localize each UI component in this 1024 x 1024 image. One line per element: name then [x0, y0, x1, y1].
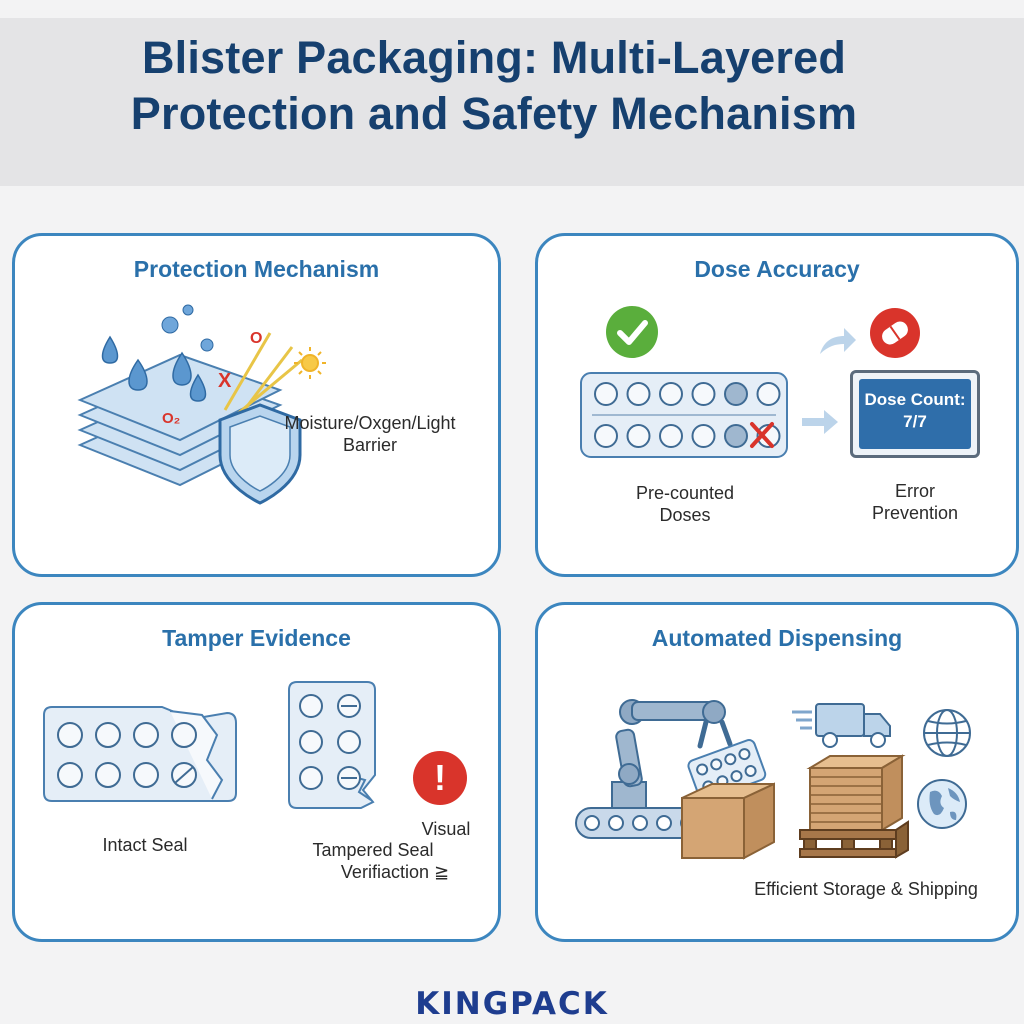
verification-label: Verifiaction ≧ — [340, 862, 450, 882]
tamper-evidence-panel-title: Tamper Evidence — [162, 625, 351, 651]
pill-pocket — [133, 722, 159, 748]
pill-pocket — [626, 424, 651, 448]
dose-count-value: 7/7 — [903, 412, 927, 431]
automated-dispensing-panel: Automated Dispensing — [535, 602, 1019, 942]
oxygen-glyph: O — [250, 330, 262, 347]
tampered-seal-label: Tampered Seal — [312, 840, 434, 860]
dose-count-label: Dose Count: — [864, 390, 966, 409]
pill-pocket — [95, 722, 121, 748]
pill-pocket — [299, 730, 323, 754]
alert-glyph: ! — [434, 757, 446, 798]
protection-panel-title: Protection Mechanism — [133, 256, 380, 282]
pre-counted-label: Pre-counted Doses — [610, 482, 760, 526]
barrier-label-line-1: Moisture/Oxgen/Light — [284, 413, 456, 433]
header-band — [0, 18, 1024, 186]
automated-dispensing-panel-title: Automated Dispensing — [651, 625, 903, 651]
o2-glyph: O₂ — [162, 410, 180, 427]
checkmark-icon — [606, 306, 658, 358]
bubble-icon — [200, 338, 214, 352]
light-ray — [223, 332, 272, 411]
pill-score-line — [174, 766, 194, 784]
water-drop-icon — [101, 335, 207, 402]
bubble-icon — [182, 304, 194, 316]
cardboard-box-icon — [681, 782, 775, 860]
dose-count-display: Dose Count: 7/7 — [850, 370, 980, 458]
pill-pocket — [95, 762, 121, 788]
pill-pocket — [710, 758, 723, 771]
alert-icon: ! — [413, 751, 467, 805]
pallet-icon — [799, 754, 909, 859]
pill-pocket — [299, 694, 323, 718]
truck-icon — [792, 703, 891, 748]
pill-pocket — [626, 382, 651, 406]
barrier-label-line-2: Barrier — [342, 435, 397, 455]
conveyor-roller — [656, 815, 672, 831]
blister-strip-illustration — [580, 372, 788, 458]
intact-blister-illustration — [43, 706, 237, 802]
tampered-blister-illustration — [288, 681, 376, 809]
pill-pocket — [744, 765, 757, 778]
stacked-cartons — [810, 776, 882, 823]
pill-pocket — [57, 722, 83, 748]
globe-icon — [917, 779, 967, 829]
no-pill-icon — [870, 308, 920, 358]
brand-logo: KINGPACK — [415, 986, 609, 1022]
pill-pocket — [57, 762, 83, 788]
error-prevention-line-1: Error — [895, 481, 935, 501]
pill-pocket — [299, 766, 323, 790]
dose-count-screen: Dose Count: 7/7 — [859, 379, 971, 449]
intact-seal-label: Intact Seal — [102, 835, 188, 855]
shield-inner — [229, 415, 291, 492]
pill-pocket — [756, 382, 781, 406]
error-prevention-label: Error Prevention — [850, 480, 980, 524]
sun-icon — [294, 347, 326, 379]
missing-dose-x-icon — [750, 422, 774, 448]
barrier-layers-illustration: O X O₂ — [77, 304, 326, 505]
blocked-x-glyph: X — [218, 370, 232, 392]
arrow-icon — [820, 328, 856, 354]
pill-pocket — [594, 424, 618, 448]
pill-pocket — [337, 730, 361, 754]
pill-pocket — [659, 382, 683, 406]
blister-pockets — [57, 722, 197, 788]
pill-pocket — [724, 424, 748, 448]
blister-pockets — [594, 382, 781, 448]
dose-accuracy-panel-title: Dose Accuracy — [694, 256, 860, 282]
pill-pocket — [724, 753, 737, 766]
pill-pocket — [659, 424, 683, 448]
pill-pocket — [594, 382, 618, 406]
pill-pocket — [171, 722, 197, 748]
title-line-1: Blister Packaging: Multi-Layered — [141, 32, 847, 83]
globe-icon — [923, 709, 971, 757]
visual-label: Visual — [421, 819, 471, 839]
conveyor-roller — [608, 815, 624, 831]
blister-pockets — [299, 694, 361, 790]
conveyor-roller — [584, 815, 600, 831]
pill-pocket — [691, 382, 716, 406]
pill-pocket — [691, 424, 716, 448]
pill-pocket — [724, 382, 748, 406]
conveyor-roller — [632, 815, 648, 831]
pill-pocket — [133, 762, 159, 788]
pre-counted-line-2: Doses — [659, 505, 711, 525]
pill-pocket — [696, 763, 709, 776]
page-title: Blister Packaging: Multi-Layered Protect… — [0, 30, 988, 142]
pill-pocket — [738, 748, 751, 761]
bubble-icon — [161, 316, 179, 334]
pill-pocket — [730, 770, 743, 783]
title-line-2: Protection and Safety Mechanism — [130, 88, 858, 139]
arrow-icon — [802, 410, 838, 434]
storage-shipping-label: Efficient Storage & Shipping — [754, 879, 978, 899]
pre-counted-line-1: Pre-counted — [635, 483, 735, 503]
barrier-label: Moisture/Oxgen/Light Barrier — [270, 412, 470, 456]
light-ray — [229, 358, 303, 422]
error-prevention-line-2: Prevention — [871, 503, 959, 523]
